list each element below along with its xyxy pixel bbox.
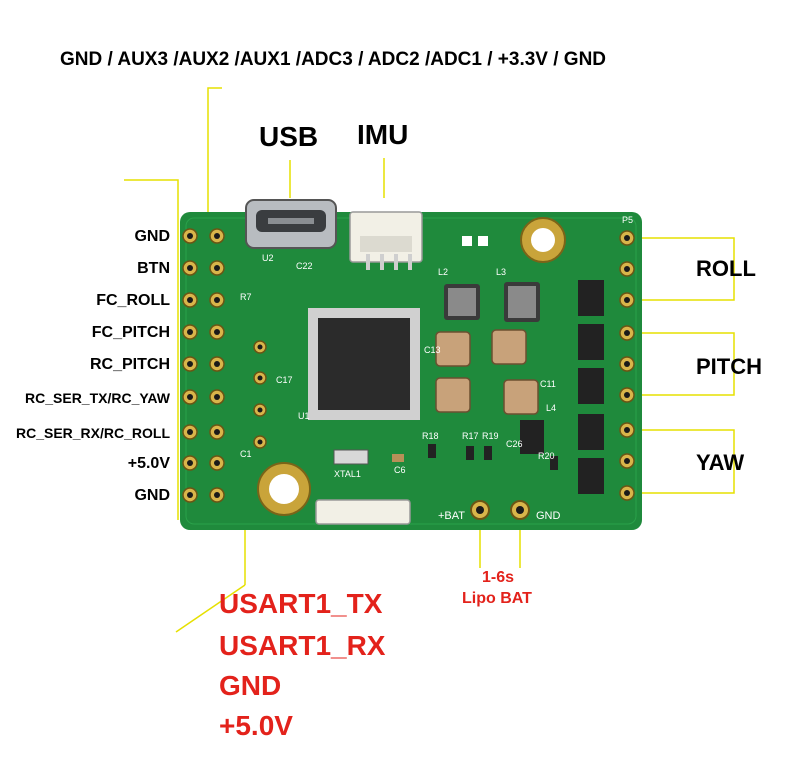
bat-gnd-label: GND bbox=[536, 510, 561, 522]
silk-r7: R7 bbox=[240, 292, 252, 302]
right-header-pads bbox=[619, 230, 635, 501]
motor-roll-label: ROLL bbox=[696, 256, 756, 281]
bat-plus-label: +BAT bbox=[438, 510, 466, 522]
capacitors bbox=[435, 329, 539, 415]
mounting-holes bbox=[257, 217, 566, 516]
battery-cells-label: 1-6s bbox=[482, 569, 515, 586]
left-pin-fc-pitch: FC_PITCH bbox=[91, 324, 170, 341]
left-header-pads bbox=[182, 228, 225, 503]
mcu-chip bbox=[308, 308, 420, 420]
left-pin-rc-pitch: RC_PITCH bbox=[89, 356, 170, 373]
left-pin-gnd-2: GND bbox=[134, 487, 170, 504]
annotation-lines bbox=[124, 87, 735, 633]
silk-c26: C26 bbox=[506, 439, 523, 449]
silk-c1: C1 bbox=[240, 449, 252, 459]
silk-c22: C22 bbox=[296, 261, 313, 271]
left-pin-fc-roll: FC_ROLL bbox=[96, 292, 170, 309]
imu-label: IMU bbox=[357, 119, 409, 150]
usb-connector bbox=[245, 199, 337, 249]
motor-yaw-label: YAW bbox=[696, 450, 745, 475]
uart-5v-label: +5.0V bbox=[219, 710, 293, 741]
silk-l2: L2 bbox=[438, 267, 449, 277]
silk-c13: C13 bbox=[424, 345, 441, 355]
silk-c17: C17 bbox=[276, 375, 293, 385]
silk-r20: R20 bbox=[538, 451, 555, 461]
left-pin-5v: +5.0V bbox=[127, 455, 170, 472]
motor-pitch-label: PITCH bbox=[696, 354, 762, 379]
silk-xtal1: XTAL1 bbox=[334, 469, 361, 479]
driver-ics bbox=[520, 280, 604, 494]
uart-gnd-label: GND bbox=[219, 670, 282, 701]
battery-type-label: Lipo BAT bbox=[462, 590, 532, 607]
top-pin-labels: GND / AUX3 /AUX2 /AUX1 /ADC3 / ADC2 /ADC… bbox=[60, 49, 607, 70]
silk-u1: U1 bbox=[298, 411, 310, 421]
silk-r17: R17 bbox=[462, 431, 479, 441]
silk-c6: C6 bbox=[394, 465, 406, 475]
bottom-connector bbox=[315, 499, 411, 525]
silk-l4: L4 bbox=[546, 403, 557, 413]
left-pin-btn: BTN bbox=[137, 260, 170, 277]
silk-c11: C11 bbox=[540, 379, 556, 389]
small-components bbox=[333, 444, 558, 470]
uart-rx-label: USART1_RX bbox=[219, 630, 386, 661]
silk-u2: U2 bbox=[262, 253, 274, 263]
usb-label: USB bbox=[259, 121, 319, 152]
left-pin-gnd: GND bbox=[134, 228, 170, 245]
uart-pads bbox=[253, 340, 267, 449]
silk-l3: L3 bbox=[496, 267, 507, 277]
uart-tx-label: USART1_TX bbox=[219, 588, 383, 619]
left-pin-rc-ser-tx: RC_SER_TX/RC_YAW bbox=[25, 390, 170, 406]
left-pin-rc-ser-rx: RC_SER_RX/RC_ROLL bbox=[15, 425, 170, 441]
silk-r18: R18 bbox=[422, 431, 439, 441]
status-leds bbox=[462, 236, 488, 246]
inductors bbox=[444, 282, 540, 322]
silk-p5: P5 bbox=[622, 215, 634, 225]
imu-connector bbox=[349, 211, 423, 270]
silk-r19: R19 bbox=[482, 431, 499, 441]
battery-pads bbox=[470, 500, 530, 520]
